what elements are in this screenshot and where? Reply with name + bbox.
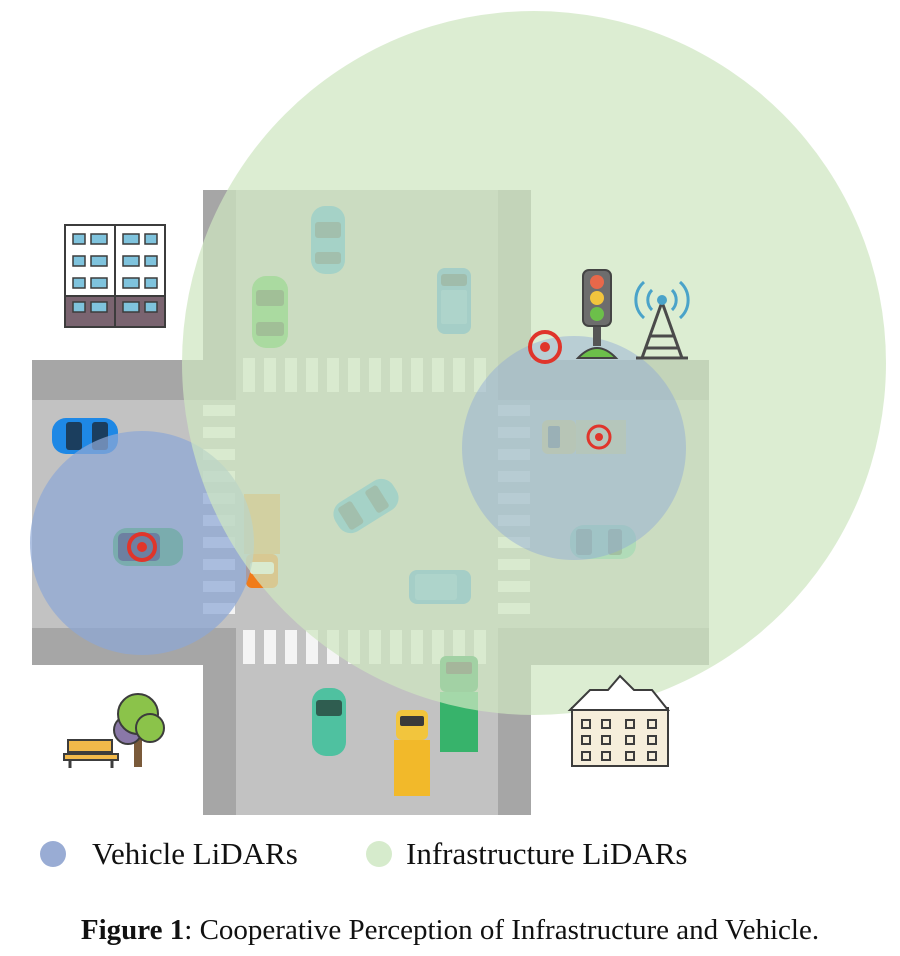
legend-swatch-infrastructure-lidars [366, 841, 392, 867]
signal-tower-icon [634, 280, 690, 360]
caption-text: : Cooperative Perception of Infrastructu… [184, 914, 820, 946]
townhouse-icon [567, 674, 671, 767]
legend-swatch-vehicle-lidars [40, 841, 66, 867]
legend: Vehicle LiDARs Infrastructure LiDARs [0, 836, 900, 876]
target-marker-icon [127, 532, 157, 562]
legend-item-vehicle-lidars: Vehicle LiDARs [40, 836, 298, 872]
legend-label: Infrastructure LiDARs [406, 836, 688, 871]
vehicle-yellow-truck-south [394, 710, 430, 796]
apartment-building-icon [64, 224, 166, 328]
target-marker-icon [586, 424, 612, 450]
vehicle-teal-car-south [312, 688, 346, 756]
legend-item-infrastructure-lidars: Infrastructure LiDARs [366, 836, 688, 872]
bench-icon [63, 739, 119, 768]
vehicle-lidar-coverage-east [462, 336, 686, 560]
caption-prefix: Figure 1 [80, 914, 185, 946]
figure-caption: Figure 1: Cooperative Perception of Infr… [0, 914, 900, 947]
traffic-light-icon [575, 269, 619, 359]
tree-icon [113, 693, 165, 767]
intersection-diagram [30, 11, 886, 815]
target-marker-icon [528, 330, 562, 364]
infrastructure-lidar-coverage [182, 11, 886, 715]
legend-label: Vehicle LiDARs [92, 836, 298, 871]
